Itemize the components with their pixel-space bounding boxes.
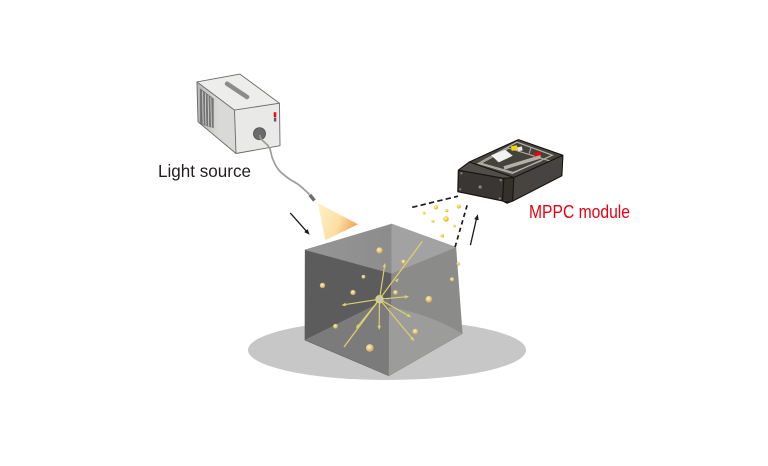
svg-text:MPPC module: MPPC module: [529, 201, 630, 222]
svg-text:Light source: Light source: [158, 161, 251, 181]
